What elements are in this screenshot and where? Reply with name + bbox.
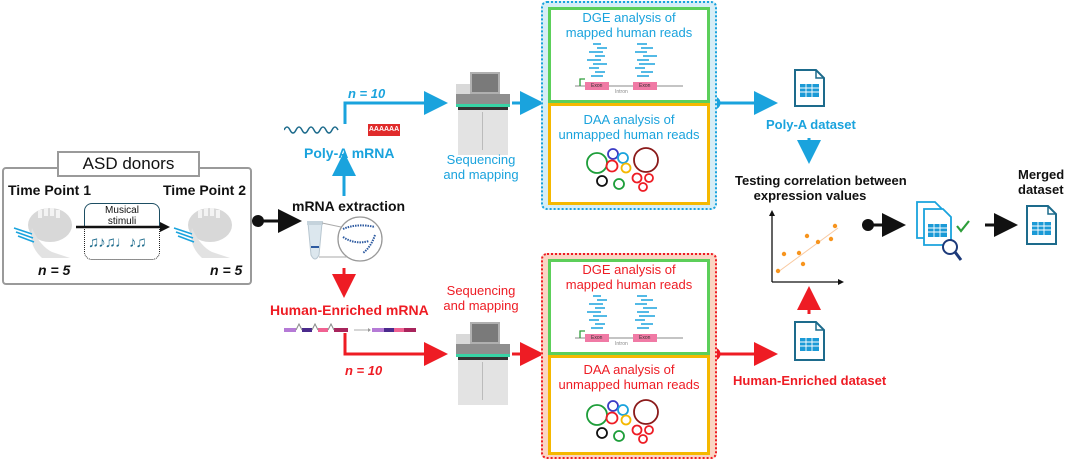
enriched-circular-rna-icon <box>586 399 659 444</box>
extraction-tube-icon <box>307 216 383 262</box>
donors-title: ASD donors <box>82 154 175 173</box>
time-point-1-label: Time Point 1 <box>8 182 91 198</box>
enriched-to-sequencer-arrow <box>343 333 448 366</box>
enriched-dge-label: DGE analysis of mapped human reads <box>551 262 707 292</box>
donors-to-extraction-arrow <box>252 209 302 233</box>
enriched-dge-line-1: DGE analysis of <box>582 262 676 277</box>
polya-tail-text: AAAAAA <box>368 126 400 133</box>
polya-mrna-label: Poly-A mRNA <box>304 145 395 161</box>
polya-exon-2-label: Exon <box>639 83 651 89</box>
merged-dataset-file-icon <box>1026 205 1057 245</box>
enriched-n-label: n = 10 <box>345 363 383 378</box>
polya-daa-line-1: DAA analysis of <box>583 112 675 127</box>
polya-daa-label: DAA analysis of unmapped human reads <box>551 112 707 142</box>
enriched-dataset-label: Human-Enriched dataset <box>733 373 887 388</box>
donor-head-1-icon <box>13 208 72 258</box>
polya-dge-line-1: DGE analysis of <box>582 10 676 25</box>
polya-dataset-label: Poly-A dataset <box>766 117 856 132</box>
polya-dge-line-2: mapped human reads <box>565 25 693 40</box>
donor-head-2-icon <box>173 208 232 258</box>
polya-dge-label: DGE analysis of mapped human reads <box>551 10 707 40</box>
correlation-to-review-arrow <box>862 213 906 237</box>
enriched-sequencing-label: Sequencing and mapping <box>426 283 536 313</box>
polya-to-sequencer-arrow <box>343 91 448 124</box>
polya-tail-badge: AAAAAA <box>368 124 400 136</box>
correlation-title-line-1: Testing correlation between <box>735 173 907 188</box>
red-panel-to-dataset-arrow <box>707 342 778 366</box>
music-notes-icon: ♫♪♫♩♪♫ <box>88 234 147 251</box>
dataset-review-icon <box>916 201 970 261</box>
enriched-mrna-splicing-icon <box>284 322 416 332</box>
correlation-scatter-icon <box>769 210 844 285</box>
polya-sequencing-line-2: and mapping <box>443 167 519 182</box>
polya-dge-box <box>548 7 710 103</box>
enriched-sequencing-line-1: Sequencing <box>446 283 516 298</box>
time-point-2-label: Time Point 2 <box>163 182 246 198</box>
polya-dataset-file-icon <box>794 69 825 107</box>
n-right-label: n = 5 <box>210 262 243 278</box>
enriched-daa-box <box>548 355 710 455</box>
musical-stimuli-box: Musical stimuli <box>84 203 160 228</box>
polya-circular-rna-icon <box>586 147 659 192</box>
enriched-daa-line-2: unmapped human reads <box>558 377 700 392</box>
musical-stimuli-label: Musical stimuli <box>105 205 139 227</box>
enriched-exon-2-label: Exon <box>639 335 651 341</box>
enriched-daa-line-1: DAA analysis of <box>583 362 675 377</box>
enriched-dge-line-2: mapped human reads <box>565 277 693 292</box>
enriched-exon-1-label: Exon <box>591 335 603 341</box>
enriched-sequencing-line-2: and mapping <box>443 298 519 313</box>
donors-title-box: ASD donors <box>57 151 200 177</box>
polya-exon-1-label: Exon <box>591 83 603 89</box>
correlation-title-line-2: expression values <box>753 188 867 203</box>
merged-label-line-1: Merged <box>1018 167 1065 182</box>
polya-sequencer-icon <box>452 72 514 155</box>
polya-daa-box <box>548 103 710 205</box>
enriched-dge-box <box>548 259 710 355</box>
correlation-title: Testing correlation between expression v… <box>735 173 907 203</box>
enriched-intron-label: Intron <box>615 341 628 347</box>
timeline-arrow <box>76 222 170 232</box>
musical-notes-box <box>84 229 160 260</box>
polya-sequencing-label: Sequencing and mapping <box>426 152 536 182</box>
polya-n-label: n = 10 <box>348 86 386 101</box>
merged-dataset-label: Merged dataset <box>1018 167 1064 197</box>
enriched-mrna-label: Human-Enriched mRNA <box>270 302 429 318</box>
polya-daa-line-2: unmapped human reads <box>558 127 700 142</box>
mrna-extraction-label: mRNA extraction <box>292 198 406 214</box>
enriched-dataset-file-icon <box>794 321 825 361</box>
polya-mrna-strand-icon <box>284 126 339 134</box>
enriched-sequencer-icon <box>452 322 514 405</box>
enriched-daa-label: DAA analysis of unmapped human reads <box>551 362 707 392</box>
polya-read-alignment-icon <box>575 43 683 90</box>
merged-label-line-2: dataset <box>1018 182 1064 197</box>
blue-panel-to-dataset-arrow <box>707 91 778 115</box>
enriched-read-alignment-icon <box>575 295 683 342</box>
polya-sequencing-line-1: Sequencing <box>446 152 516 167</box>
polya-intron-label: Intron <box>615 89 628 95</box>
n-left-label: n = 5 <box>38 262 71 278</box>
